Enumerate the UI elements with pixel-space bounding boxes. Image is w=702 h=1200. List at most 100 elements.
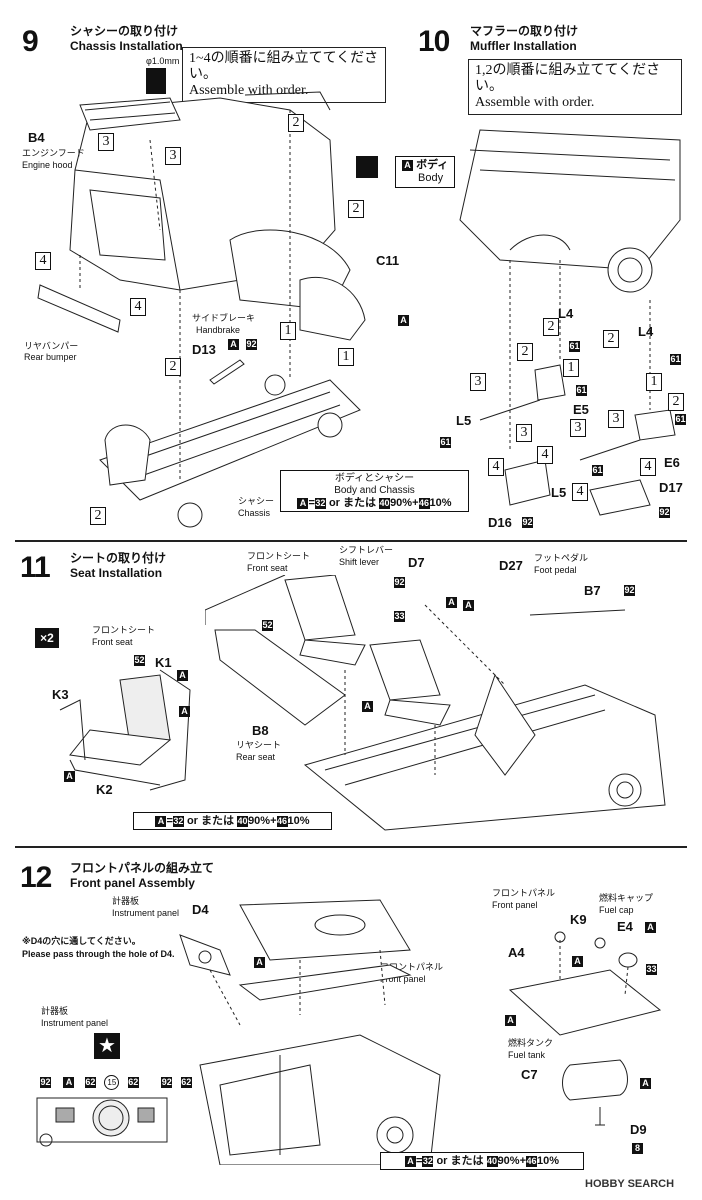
fuel-tank-jp: 燃料タンク [508,1038,554,1048]
percent-2: 10% [537,1155,560,1167]
color-a: A [446,597,457,608]
color-62: 62 [180,1077,192,1088]
color-92: 92 [40,1077,51,1088]
instrument-panel-jp: 計器板 [112,896,140,906]
label-l4: L4 [558,306,574,321]
label-d7: D7 [408,555,425,570]
muffler-illustration [459,129,681,516]
order-4: 4 [488,458,504,476]
front-panel-illustration [179,899,441,1165]
instrument-panel-en: Instrument panel [112,908,180,918]
step-11-number: 11 [20,551,51,584]
paint-en: Body and Chassis [334,485,415,496]
color-92: 92 [161,1077,173,1088]
body-color-box: A ボディ Body [395,156,456,188]
label-a4: A4 [508,945,525,960]
color-40: 40 [486,1156,498,1167]
instrument-panel-jp: 計器板 [41,1006,69,1016]
shift-lever-jp: シフトレバー [339,545,394,555]
rear-seat-en: Rear seat [236,752,276,762]
order-2: 2 [288,114,304,132]
front-seat-en: Front seat [247,563,288,573]
color-46: 46 [276,816,288,827]
label-k9: K9 [570,912,587,927]
body-jp: ボディ [416,159,449,171]
order-2: 2 [90,507,106,525]
color-61: 61 [569,341,580,352]
color-a: A [179,706,190,717]
color-a: A [402,160,413,171]
color-62: 62 [84,1077,96,1088]
eq: = [308,497,315,509]
step-12-title-en: Front panel Assembly [70,876,195,890]
color-a: A [398,315,409,326]
order-2: 2 [165,358,181,376]
percent-1: 90%+ [390,497,419,509]
order-3: 3 [516,424,532,442]
fuel-tank-illustration [508,931,662,1126]
order-2: 2 [517,343,533,361]
note-en: Assemble with order. [189,83,309,98]
paint-box-body-chassis: ボディとシャシー Body and Chassis A=32 or または 40… [280,470,469,512]
color-a: A [63,1077,75,1088]
eq: = [415,1155,423,1167]
engine-hood-jp: エンジンフード [22,148,85,158]
section-divider [15,846,687,848]
color-32: 32 [422,1156,434,1167]
handbrake-jp: サイドブレーキ [192,313,256,323]
handbrake-en: Handbrake [196,325,241,335]
rear-seat-jp: リヤシート [236,740,282,750]
or-text: or または [328,497,376,509]
percent-2: 10% [287,815,310,827]
front-seat-en: Front seat [92,637,133,647]
step-9-number: 9 [22,25,39,58]
color-46: 46 [418,498,430,509]
or-text: or または [186,815,234,827]
paint-box-front-panel: A=32 or または 4090%+4610% [380,1152,584,1170]
front-panel-jp: フロントパネル [492,888,556,898]
hole-note-en: Please pass through the hole of D4. [22,949,175,959]
color-40: 40 [379,498,391,509]
drill-icon [146,68,166,94]
paint-formula: A=32 or または 4090%+4610% [287,497,462,509]
order-2: 2 [668,393,684,411]
label-d27: D27 [499,558,523,573]
color-a: A [228,339,239,350]
order-4: 4 [537,446,553,464]
shift-lever-en: Shift lever [339,557,380,567]
paint-brush-icon [356,156,378,178]
color-a: A [640,1078,651,1089]
instrument-panel-detail [36,1097,168,1147]
rear-bumper-jp: リヤバンパー [24,341,79,351]
hole-note-jp: ※D4の穴に通してください。 [22,936,141,946]
label-e4: E4 [617,919,633,934]
order-4: 4 [640,458,656,476]
percent-2: 10% [429,497,452,509]
order-3: 3 [570,419,586,437]
color-15: 15 [104,1075,120,1090]
label-b8: B8 [252,723,269,738]
paint-jp: ボディとシャシー [334,473,415,484]
step-10-title-jp: マフラーの取り付け [470,24,579,38]
quantity-badge: ×2 [35,628,59,648]
star-icon: ★ [94,1033,120,1059]
watermark: HOBBY SEARCH [585,1178,675,1190]
label-d13: D13 [192,342,216,357]
instrument-color-row: 92 A 62 15 62 92 62 [40,1072,192,1090]
color-32: 32 [314,498,326,509]
label-e6: E6 [664,455,680,470]
color-a: A [297,498,309,509]
front-panel-jp: フロントパネル [380,962,444,972]
step-11-title-en: Seat Installation [70,566,163,580]
order-1: 1 [280,322,296,340]
color-a: A [572,956,583,967]
label-c7: C7 [521,1067,538,1082]
step-10-title-en: Muffler Installation [470,39,577,53]
color-92: 92 [522,517,533,528]
order-1: 1 [563,359,579,377]
order-2: 2 [348,200,364,218]
front-seat-jp: フロントシート [247,551,311,561]
label-e5: E5 [573,402,589,417]
color-61: 61 [675,414,686,425]
order-3: 3 [608,410,624,428]
